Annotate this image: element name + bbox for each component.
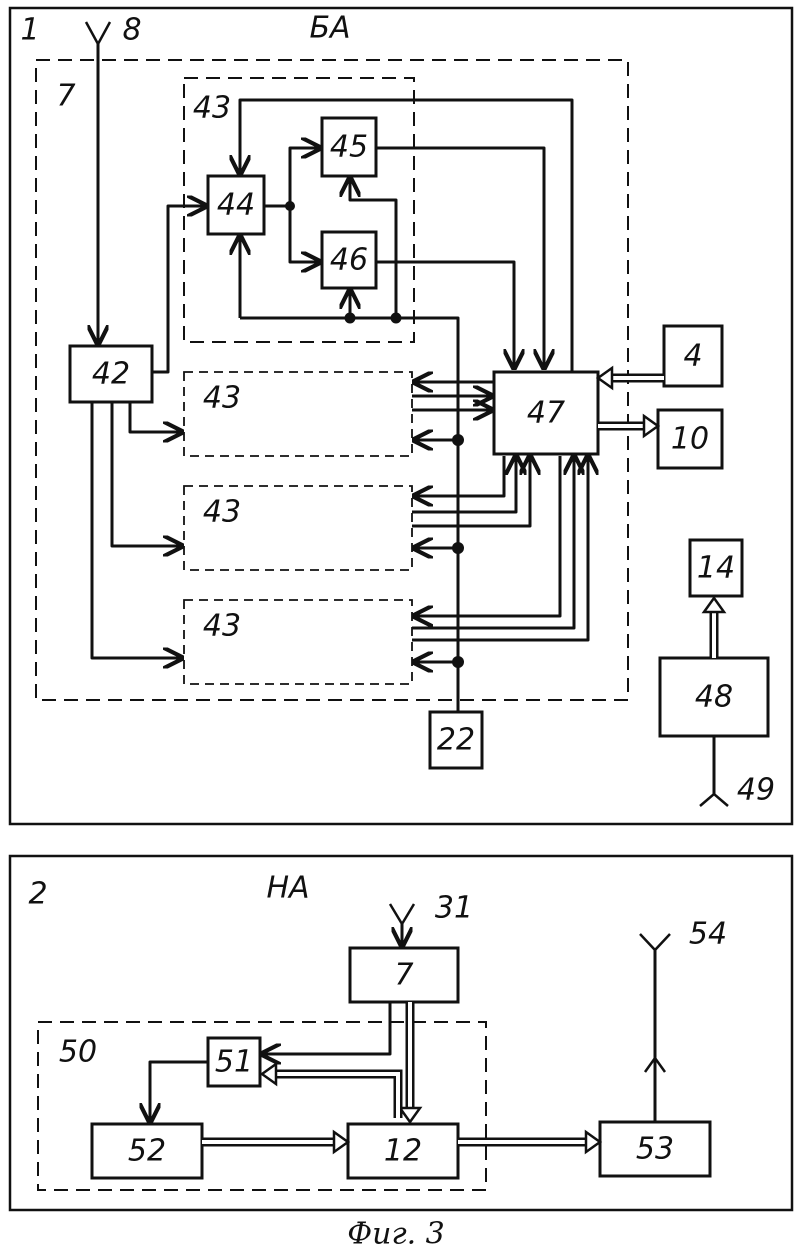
block-42: 42 [70,346,152,402]
block-44: 44 [208,176,264,234]
block-14-label: 14 [697,551,735,586]
block-44-label: 44 [217,188,255,223]
block-12: 12 [348,1124,458,1178]
block-10: 10 [658,410,722,468]
block-47-label: 47 [527,396,565,431]
bottom-panel-title: НА [266,871,309,906]
block-47: 47 [494,372,598,454]
channel-43-3: 43 [184,600,412,684]
block-45: 45 [322,118,376,176]
top-panel: 1 БА 8 7 43 42 44 45 [10,8,792,824]
block-4: 4 [664,326,722,386]
block-42-label: 42 [92,357,130,392]
block-46-label: 46 [330,243,368,278]
block-53: 53 [600,1122,710,1176]
channel-43-1-label: 43 [203,381,241,416]
block-7: 7 [350,948,458,1002]
block-51-label: 51 [215,1045,253,1080]
group-50-label: 50 [59,1035,97,1070]
channel-43-3-label: 43 [203,609,241,644]
block-4-label: 4 [683,339,702,374]
block-52: 52 [92,1124,202,1178]
block-46: 46 [322,232,376,288]
channel-43-1: 43 [184,372,412,456]
channel-43-2-label: 43 [203,495,241,530]
antenna-8: 8 [86,13,142,48]
block-48: 48 [660,658,768,736]
block-53-label: 53 [636,1132,674,1167]
antenna-8-label: 8 [122,13,141,48]
block-52-label: 52 [128,1134,166,1169]
antenna-54: 54 [640,917,727,1123]
channel-43-2: 43 [184,486,412,570]
block-10-label: 10 [671,422,709,457]
subgroup-43-label: 43 [193,91,231,126]
block-12-label: 12 [384,1134,422,1169]
block-51: 51 [208,1038,260,1086]
top-panel-title: БА [309,11,350,46]
block-48-label: 48 [695,680,733,715]
bottom-panel: 2 НА 31 7 50 51 52 12 [10,856,792,1210]
block-22: 22 [430,712,482,768]
antenna-49-label: 49 [737,773,775,808]
antenna-49: 49 [700,736,775,808]
group-7-label: 7 [56,79,75,114]
antenna-54-label: 54 [689,917,727,952]
antenna-31: 31 [390,891,473,947]
figure-caption: Фиг. 3 [347,1217,445,1252]
antenna-31-label: 31 [435,891,473,926]
block-7-label: 7 [394,958,413,993]
bottom-panel-number: 2 [28,877,47,912]
top-panel-number: 1 [20,13,39,48]
block-45-label: 45 [330,130,368,165]
block-14: 14 [690,540,742,596]
block-22-label: 22 [437,723,475,758]
